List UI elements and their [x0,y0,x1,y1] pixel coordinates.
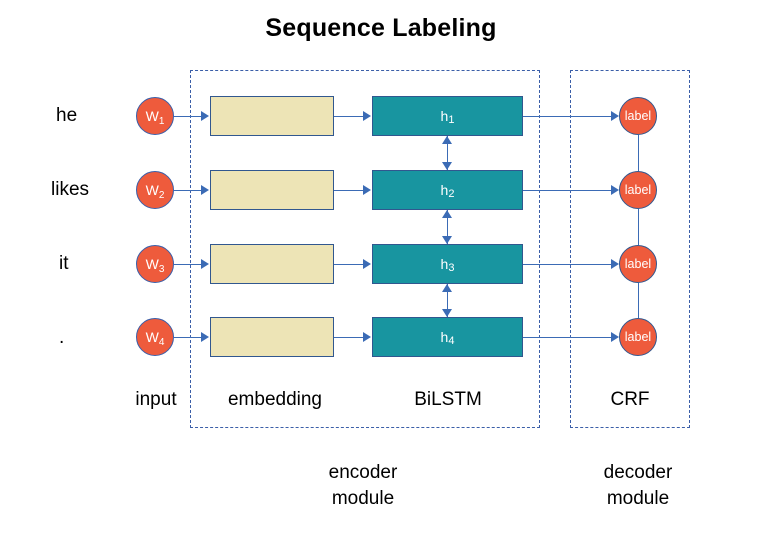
transition-line-icon-3-4 [637,283,639,318]
input-word-3: it [59,253,69,274]
arrow-right-icon-token-4 [201,332,209,342]
token-circle-label-4: W4 [145,328,165,348]
arrow-right-icon-token-1 [201,111,209,121]
label-circle-1[interactable]: label [619,97,657,135]
page-title: Sequence Labeling [265,14,497,42]
embedding-box-3 [210,244,334,284]
token-circle-3[interactable]: W3 [136,245,174,283]
token-circle-label-2: W2 [145,181,165,201]
arrow-right-icon-hidden-3 [611,259,619,269]
arrow-right-icon-embed-2 [363,185,371,195]
arrow-bidirectional-vertical-icon-1-2 [446,136,448,170]
hidden-state-label-2: h2 [440,181,455,200]
label-circle-3[interactable]: label [619,245,657,283]
arrow-right-icon-embed-1 [363,111,371,121]
token-circle-label-3: W3 [145,255,165,275]
label-circle-text-3: label [624,256,652,271]
hidden-state-box-4: h4 [372,317,523,357]
token-circle-label-1: W1 [145,107,165,127]
caption-embedding: embedding [227,389,323,410]
caption-input: input [135,389,177,410]
input-word-4: . [59,327,65,348]
arrow-right-icon-embed-4 [363,332,371,342]
arrow-up-icon-2-3 [442,210,452,218]
input-word-2: likes [51,179,90,200]
label-circle-text-2: label [624,182,652,197]
caption-decoder-module: decoder module [603,462,673,509]
transition-line-icon-2-3 [637,209,639,245]
arrow-right-icon-hidden-2 [611,185,619,195]
token-circle-4[interactable]: W4 [136,318,174,356]
label-circle-text-4: label [624,329,652,344]
transition-line-icon-1-2 [637,135,639,171]
arrow-up-icon-1-2 [442,136,452,144]
arrow-down-icon-3-4 [442,309,452,317]
arrow-embedding-to-hidden-2 [334,189,364,191]
arrow-right-icon-token-2 [201,185,209,195]
arrow-right-icon-hidden-1 [611,111,619,121]
arrow-bidirectional-vertical-icon-2-3 [446,210,448,244]
token-circle-1[interactable]: W1 [136,97,174,135]
embedding-box-4 [210,317,334,357]
arrow-down-icon-2-3 [442,236,452,244]
arrow-down-icon-1-2 [442,162,452,170]
arrow-embedding-to-hidden-4 [334,336,364,338]
hidden-state-label-1: h1 [440,107,455,126]
arrow-hidden-to-label-2 [523,189,612,191]
arrow-embedding-to-hidden-3 [334,263,364,265]
encoder-module-frame [190,70,540,428]
hidden-state-box-1: h1 [372,96,523,136]
arrow-right-icon-hidden-4 [611,332,619,342]
arrow-token-to-embedding-4 [174,336,202,338]
label-circle-text-1: label [624,108,652,123]
hidden-state-label-4: h4 [440,328,455,347]
label-circle-2[interactable]: label [619,171,657,209]
input-word-1: he [56,105,78,126]
token-circle-2[interactable]: W2 [136,171,174,209]
label-circle-4[interactable]: label [619,318,657,356]
arrow-token-to-embedding-1 [174,115,202,117]
caption-bilstm: BiLSTM [414,389,482,410]
hidden-state-box-3: h3 [372,244,523,284]
hidden-state-label-3: h3 [440,255,455,274]
caption-encoder-module: encoder module [328,462,398,509]
arrow-up-icon-3-4 [442,284,452,292]
arrow-hidden-to-label-3 [523,263,612,265]
arrow-right-icon-embed-3 [363,259,371,269]
arrow-hidden-to-label-4 [523,336,612,338]
embedding-box-1 [210,96,334,136]
arrow-embedding-to-hidden-1 [334,115,364,117]
arrow-bidirectional-vertical-icon-3-4 [446,284,448,317]
decoder-module-frame [570,70,690,428]
hidden-state-box-2: h2 [372,170,523,210]
arrow-token-to-embedding-2 [174,189,202,191]
embedding-box-2 [210,170,334,210]
arrow-token-to-embedding-3 [174,263,202,265]
arrow-right-icon-token-3 [201,259,209,269]
arrow-hidden-to-label-1 [523,115,612,117]
caption-crf: CRF [610,389,650,410]
